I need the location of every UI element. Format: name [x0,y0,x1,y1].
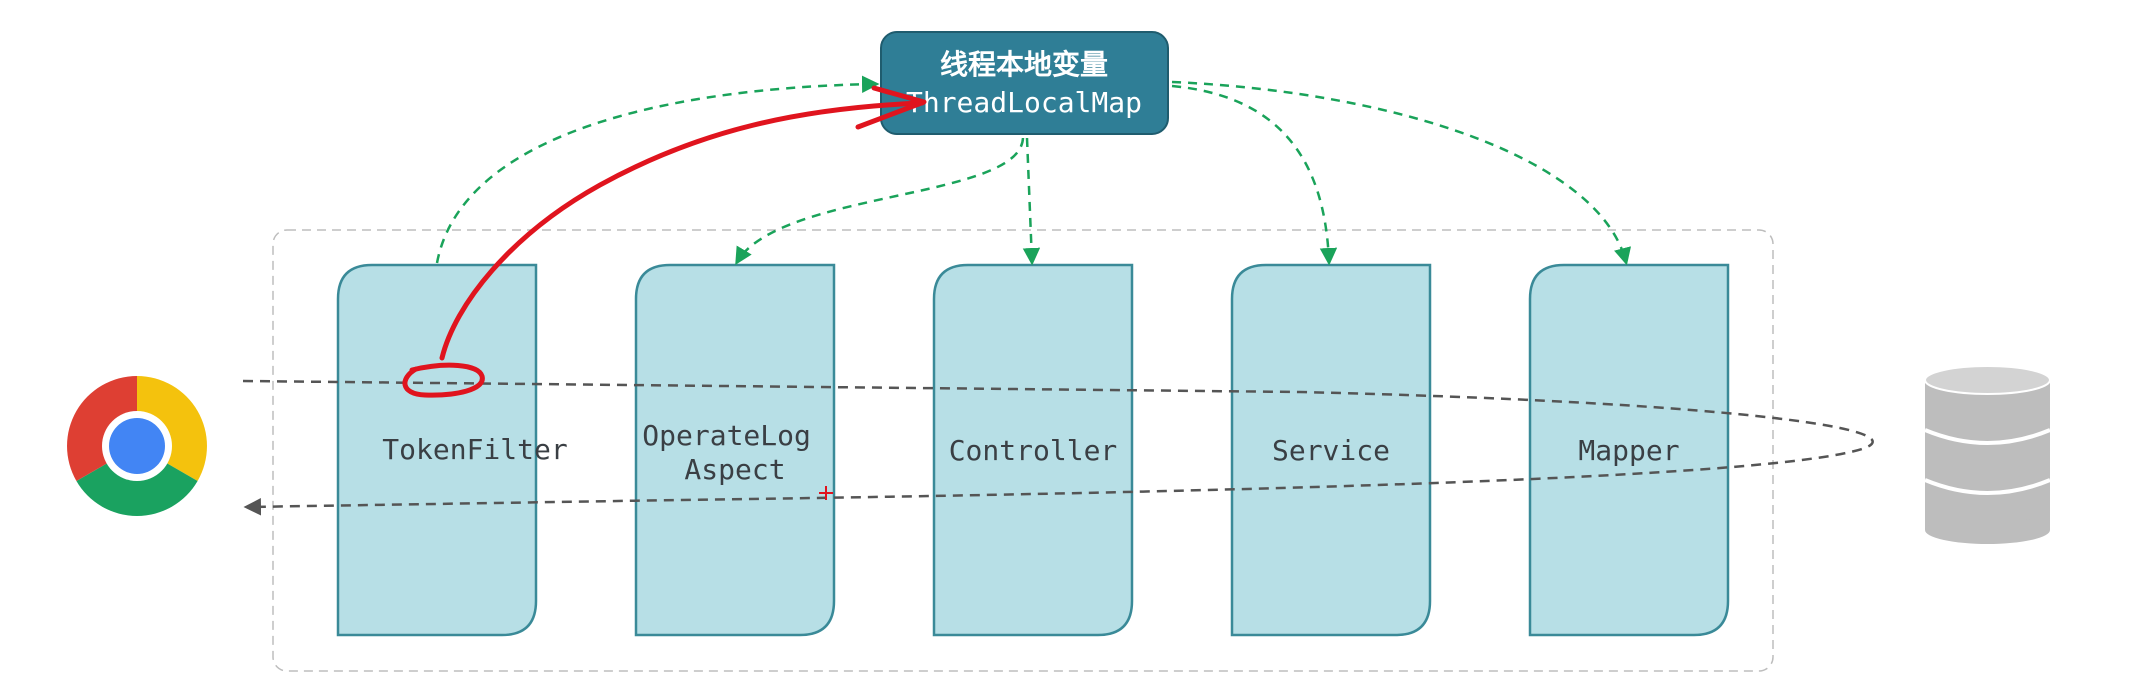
arrow-tokenfilter-to-threadlocal [435,75,880,264]
layer-label-mapper: Mapper [1578,434,1679,467]
chrome-browser-icon [67,376,207,516]
database-icon [1924,365,2051,544]
layer-label-tokenfilter: TokenFilter [382,433,567,466]
request-response-flow-line [242,379,1874,516]
layer-label-operatelog-aspect: OperateLog Aspect [642,419,827,486]
layer-box-tokenfilter: TokenFilter [336,263,568,637]
arrow-threadlocal-to-mapper [1171,80,1631,266]
arrow-threadlocal-to-aspect [735,137,1025,266]
threadlocal-title: 线程本地变量 [940,48,1108,81]
arrow-threadlocal-to-service [1171,84,1338,266]
red-annotation-arrow-line [439,100,925,361]
red-cursor-cross-icon [819,486,833,500]
layer-box-controller: Controller [932,263,1134,637]
red-annotation-circle [402,362,485,398]
layer-label-controller: Controller [949,434,1118,467]
layer-group-container [272,229,1774,672]
arrow-threadlocal-to-controller [1022,137,1041,266]
threadlocal-subtitle: ThreadLocalMap [906,86,1142,119]
layer-box-operatelog-aspect: OperateLog Aspect [634,263,836,637]
layer-label-service: Service [1272,434,1390,467]
layer-box-service: Service [1230,263,1432,637]
red-annotation [402,85,927,500]
red-annotation-arrowhead [855,85,927,130]
threadlocal-map-box: 线程本地变量 ThreadLocalMap [880,31,1169,135]
layer-box-mapper: Mapper [1528,263,1730,637]
